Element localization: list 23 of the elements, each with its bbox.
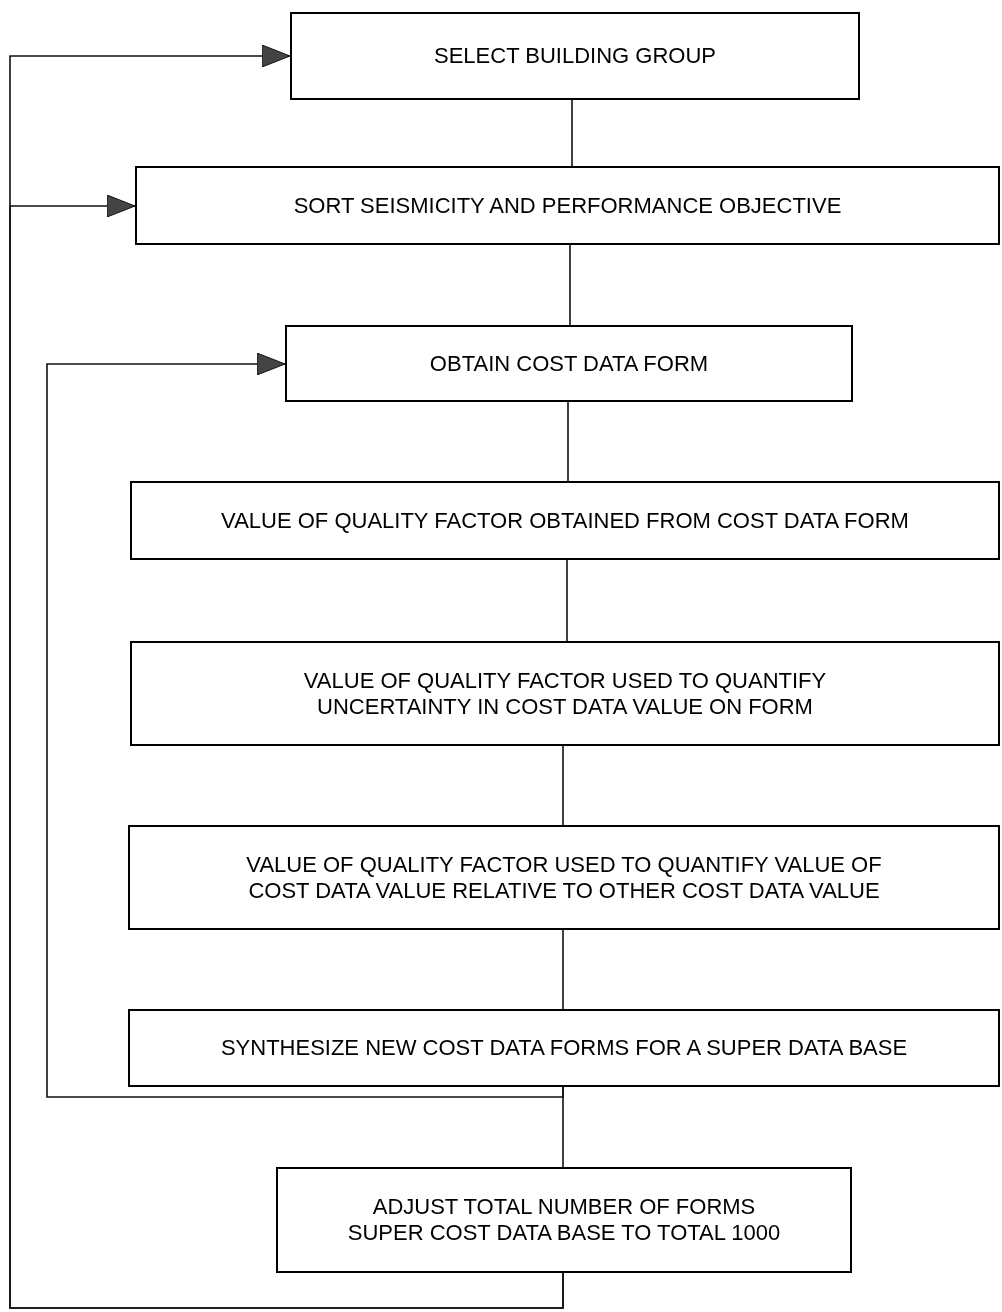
step-text: VALUE OF QUALITY FACTOR OBTAINED FROM COST DATA FORM bbox=[221, 507, 909, 534]
connector-line bbox=[567, 401, 569, 482]
step-text: OBTAIN COST DATA FORM bbox=[429, 350, 709, 377]
step-text: ADJUST TOTAL NUMBER OF FORMS SUPER COST DATA BASE TO TOTAL 1000 bbox=[346, 1194, 782, 1246]
step-text: VALUE OF QUALITY FACTOR USED TO QUANTIFY UNCERTAINTY IN COST DATA VALUE ON FORM bbox=[302, 667, 828, 720]
step-text: SYNTHESIZE NEW COST DATA FORMS FOR A SUPER DATA BASE bbox=[220, 1035, 908, 1061]
process-box bbox=[290, 12, 860, 100]
step-text: SELECT BUILDING GROUP bbox=[434, 43, 716, 69]
process-box bbox=[135, 166, 1000, 245]
connector-line bbox=[569, 244, 571, 326]
connector-line bbox=[562, 929, 564, 1010]
process-box bbox=[130, 481, 1000, 560]
connector-line bbox=[562, 745, 564, 826]
connector-line bbox=[571, 99, 573, 167]
process-box bbox=[130, 641, 1000, 746]
process-box bbox=[128, 1009, 1000, 1087]
arrow bbox=[46, 352, 564, 1098]
step-text: SORT SEISMICITY AND PERFORMANCE OBJECTIVE bbox=[293, 192, 842, 219]
process-box bbox=[128, 825, 1000, 930]
process-box bbox=[285, 325, 853, 402]
process-box bbox=[276, 1167, 852, 1273]
step-text: VALUE OF QUALITY FACTOR USED TO QUANTIFY VALUE OF COST DATA VALUE RELATIVE TO OTHER COST DATA VALUE bbox=[245, 851, 883, 904]
connector-line bbox=[566, 559, 568, 642]
